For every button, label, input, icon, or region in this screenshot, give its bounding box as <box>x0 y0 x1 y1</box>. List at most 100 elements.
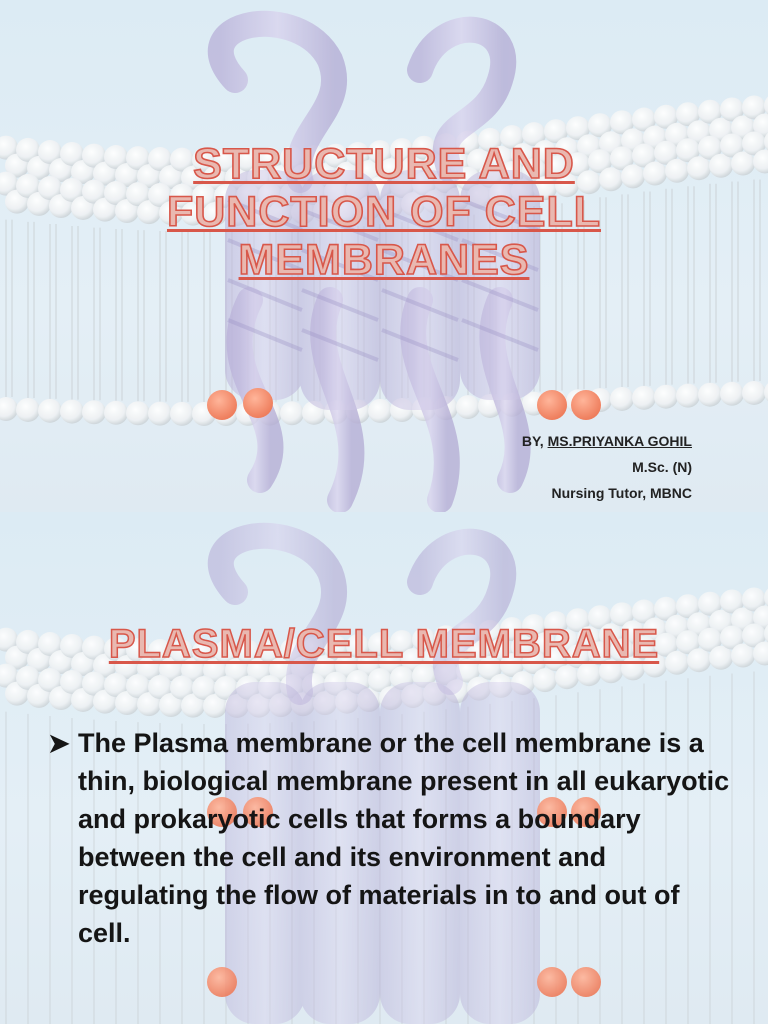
lipid-head <box>126 146 150 171</box>
lipid-head <box>566 116 590 141</box>
lipid-head <box>588 605 612 630</box>
lipid-head <box>82 635 106 660</box>
lipid-head <box>610 602 634 627</box>
slide2-title: PLASMA/CELL MEMBRANE <box>108 621 660 667</box>
lipid-head <box>500 617 524 642</box>
lipid-head <box>764 624 768 643</box>
lipid-head <box>192 147 216 172</box>
lipid-head <box>742 587 766 612</box>
lipid-head <box>720 589 744 614</box>
lipid-head <box>0 397 18 422</box>
lipid-head <box>170 639 194 664</box>
lipid-head <box>126 401 150 426</box>
lipid-head <box>544 611 568 636</box>
lipid-head <box>148 147 172 172</box>
lipid-head <box>324 143 348 168</box>
lipid-head <box>544 119 568 144</box>
lipid-head <box>214 639 238 664</box>
lipid-head <box>412 135 436 160</box>
lipid-head <box>159 201 183 226</box>
lipid-head <box>720 97 744 122</box>
lipid-head <box>390 630 414 655</box>
lipid-head <box>742 380 766 405</box>
slide-plasma-membrane: PLASMA/CELL MEMBRANE ➤ The Plasma membra… <box>0 512 768 1024</box>
arrow-bullet-icon: ➤ <box>48 728 70 758</box>
lipid-head <box>159 657 183 682</box>
lipid-head <box>643 653 667 678</box>
lipid-head <box>38 668 62 693</box>
lipid-head <box>192 675 216 700</box>
lipid-head <box>82 671 106 696</box>
lipid-head <box>0 663 18 688</box>
lipid-head <box>522 122 546 147</box>
lipid-head <box>60 177 84 202</box>
lipid-head <box>236 147 260 172</box>
lipid-head <box>731 151 755 176</box>
lipid-head <box>82 400 106 425</box>
author-name: MS.PRIYANKA GOHIL <box>547 433 692 449</box>
lipid-head <box>368 140 392 165</box>
lipid-head <box>676 102 700 127</box>
lipid-head <box>181 693 205 718</box>
membrane-protein-illustration <box>0 10 768 512</box>
lipid-head <box>16 629 40 654</box>
lipid-head <box>104 637 128 662</box>
lipid-head <box>456 395 480 420</box>
lipid-head <box>632 599 656 624</box>
lipid-head <box>203 657 227 682</box>
lipid-head <box>687 648 711 673</box>
lipid-head <box>38 398 62 423</box>
lipid-head <box>82 143 106 168</box>
lipid-head <box>346 634 370 659</box>
lipid-head <box>104 400 128 425</box>
lipid-head <box>236 639 260 664</box>
lipid-head <box>324 635 348 660</box>
lipid-head <box>170 401 194 426</box>
lipid-head <box>478 127 502 152</box>
lipid-head <box>60 141 84 166</box>
lipid-head <box>137 692 161 717</box>
author-prefix: BY, <box>521 433 548 449</box>
lipid-head <box>137 164 161 189</box>
lipid-head <box>544 647 568 672</box>
lipid-head <box>698 99 722 124</box>
lipid-head <box>665 650 689 675</box>
bullet-paragraph: ➤ The Plasma membrane or the cell membra… <box>48 724 738 952</box>
lipid-head <box>126 638 150 663</box>
lipid-head <box>577 662 601 687</box>
lipid-head <box>709 645 733 670</box>
lipid-head <box>566 608 590 633</box>
lipid-head <box>412 627 436 652</box>
lipid-head <box>148 183 172 208</box>
lipid-head <box>654 632 678 657</box>
lipid-head <box>632 107 656 132</box>
author-position: Nursing Tutor, MBNC <box>551 485 692 501</box>
membrane-protein-illustration-2 <box>0 522 768 1024</box>
lipid-head <box>104 145 128 170</box>
lipid-head <box>742 623 766 648</box>
lipid-head <box>698 135 722 160</box>
lipid-head <box>555 173 579 198</box>
lipid-head <box>698 382 722 407</box>
lipid-head <box>753 641 768 666</box>
lipid-head <box>654 140 678 165</box>
lipid-head <box>720 625 744 650</box>
lipid-head <box>203 165 227 190</box>
lipid-head <box>148 675 172 700</box>
lipid-head <box>159 693 183 718</box>
lipid-head <box>60 399 84 424</box>
lipid-head <box>621 656 645 681</box>
lipid-head <box>566 644 590 669</box>
lipid-head <box>38 140 62 165</box>
lipid-head <box>258 639 282 664</box>
lipid-head <box>610 638 634 663</box>
title-line-2: FUNCTION OF CELL <box>166 187 601 237</box>
lipid-head <box>137 200 161 225</box>
lipid-head <box>16 397 40 422</box>
lipid-head <box>720 381 744 406</box>
lipid-head <box>698 591 722 616</box>
lipid-head <box>126 182 150 207</box>
lipid-head <box>60 669 84 694</box>
lipid-head <box>500 125 524 150</box>
lipid-head <box>0 627 18 652</box>
